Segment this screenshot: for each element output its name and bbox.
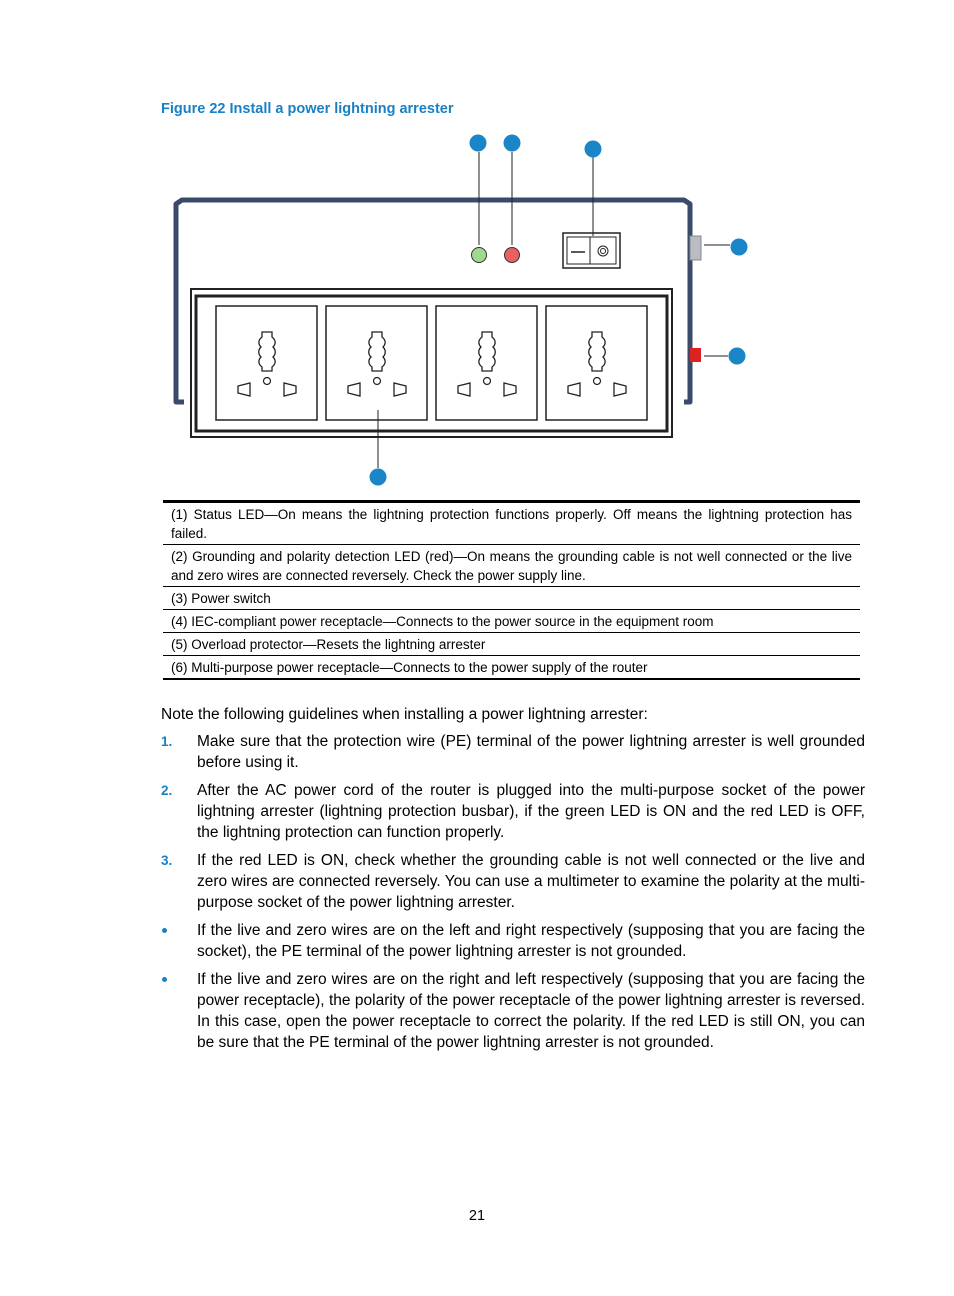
legend-row: (5) Overload protector—Resets the lightn… (163, 632, 860, 656)
callout-marker-4 (730, 238, 748, 256)
figure-legend-table: (1) Status LED—On means the lightning pr… (163, 500, 860, 680)
bullet-dot-icon (162, 928, 167, 933)
overload-protector (690, 348, 701, 362)
legend-cell: (5) Overload protector—Resets the lightn… (163, 632, 860, 656)
legend-row: (6) Multi-purpose power receptacle—Conne… (163, 656, 860, 680)
power-lightning-arrester-figure (150, 128, 790, 498)
legend-row: (3) Power switch (163, 586, 860, 610)
callout-marker-3 (584, 140, 602, 158)
step-item: 2. After the AC power cord of the router… (161, 780, 865, 843)
intro-text: Note the following guidelines when insta… (161, 706, 648, 723)
legend-row: (2) Grounding and polarity detection LED… (163, 544, 860, 587)
multi-purpose-sockets (215, 305, 648, 421)
legend-cell: (4) IEC-compliant power receptacle—Conne… (163, 609, 860, 633)
socket-outlet (545, 305, 648, 421)
bullet-text: If the live and zero wires are on the le… (197, 922, 865, 960)
legend-cell: (2) Grounding and polarity detection LED… (163, 544, 860, 587)
step-number: 1. (161, 734, 173, 749)
bullet-dot-icon (162, 977, 167, 982)
legend-row: (1) Status LED—On means the lightning pr… (163, 501, 860, 545)
step-text: Make sure that the protection wire (PE) … (197, 733, 865, 771)
iec-receptacle (689, 235, 702, 261)
arrester-diagram (173, 134, 748, 486)
figure-title: Figure 22 Install a power lightning arre… (161, 101, 454, 117)
bullet-item: If the live and zero wires are on the ri… (161, 969, 865, 1053)
step-number: 2. (161, 783, 173, 798)
step-item: 3. If the red LED is ON, check whether t… (161, 850, 865, 913)
step-text: After the AC power cord of the router is… (197, 782, 865, 841)
callout-marker-5 (728, 347, 746, 365)
socket-outlet (215, 305, 318, 421)
socket-outlet (435, 305, 538, 421)
guideline-list: 1. Make sure that the protection wire (P… (161, 731, 865, 1060)
legend-row: (4) IEC-compliant power receptacle—Conne… (163, 609, 860, 633)
housing-frame (173, 197, 693, 405)
legend-cell: (3) Power switch (163, 586, 860, 610)
callout-marker-6 (369, 468, 387, 486)
page-number: 21 (468, 1208, 486, 1224)
callout-marker-1 (469, 134, 487, 152)
socket-outlet (325, 305, 428, 421)
polarity-led-red (504, 247, 520, 263)
legend-cell: (6) Multi-purpose power receptacle—Conne… (171, 660, 648, 675)
bullet-text: If the live and zero wires are on the ri… (197, 971, 865, 1051)
callout-marker-2 (503, 134, 521, 152)
legend-cell: (1) Status LED—On means the lightning pr… (163, 501, 860, 545)
step-text: If the red LED is ON, check whether the … (197, 852, 865, 911)
step-number: 3. (161, 853, 173, 868)
bullet-item: If the live and zero wires are on the le… (161, 920, 865, 962)
step-item: 1. Make sure that the protection wire (P… (161, 731, 865, 773)
status-led-green (471, 247, 487, 263)
